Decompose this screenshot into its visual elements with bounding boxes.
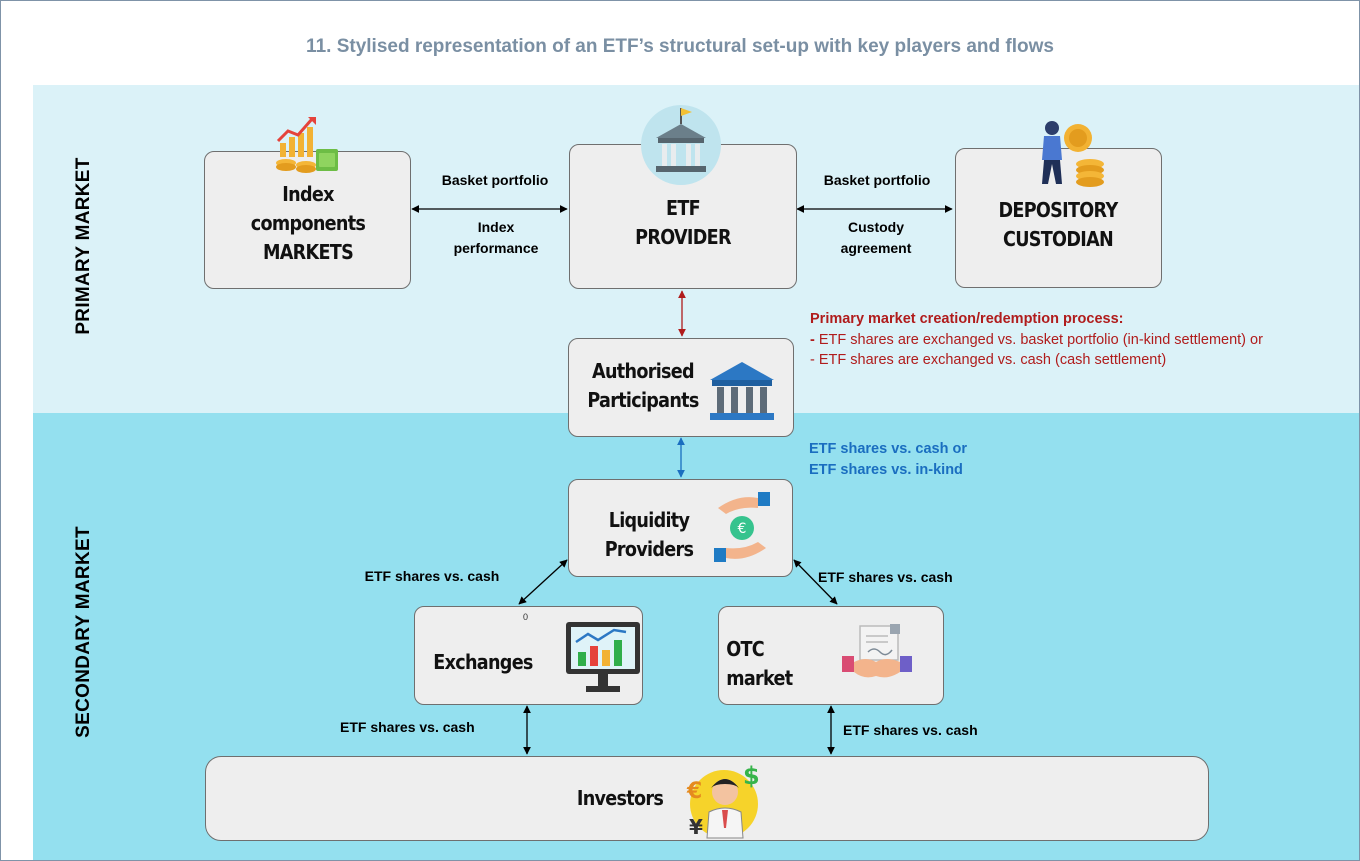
primary-note-line2: - ETF shares are exchanged vs. cash (cas… [810,352,1167,368]
figure-title: 11. Stylised representation of an ETF’s … [306,36,1054,57]
svg-text:¥: ¥ [689,815,703,839]
authorised-participants-box [568,338,794,437]
liquidity-providers-box [568,479,793,577]
person-coins-icon [1042,121,1104,187]
primary-note-line1: - ETF shares are exchanged vs. basket po… [810,331,1263,348]
flow-label-lp-exchanges: ETF shares vs. cash [364,568,500,584]
growth-chart-coins-icon [276,117,338,173]
flow-label-exchanges-investors: ETF shares vs. cash [340,719,475,735]
stray-mark: 0 [523,612,529,622]
otc-market-box [718,606,944,705]
exchanges-title: Exchanges [433,650,533,674]
investors-title: Investors [576,786,664,810]
flow-label-basket-left: Basket portfolio [441,172,549,188]
svg-text:$: $ [743,762,760,790]
arrow-lp-exchanges [518,559,568,605]
bank-building-flag-icon [641,105,721,185]
primary-market-note: Primary market creation/redemption proce… [810,309,1280,371]
svg-text:€: € [738,521,747,537]
arrow-lp-otc [793,559,838,605]
handshake-contract-icon [842,624,912,678]
hands-euro-coin-icon: € [714,492,770,562]
primary-note-heading: Primary market creation/redemption proce… [810,311,1124,327]
svg-text:€: € [686,779,702,804]
flow-label-otc-investors: ETF shares vs. cash [843,722,978,738]
investor-currency-icon: € $ ¥ [686,762,760,839]
flow-label-lp-otc: ETF shares vs. cash [818,569,953,585]
flow-label-basket-right: Basket portfolio [823,172,931,188]
monitor-chart-icon [566,622,640,692]
bank-building-icon [710,362,774,420]
